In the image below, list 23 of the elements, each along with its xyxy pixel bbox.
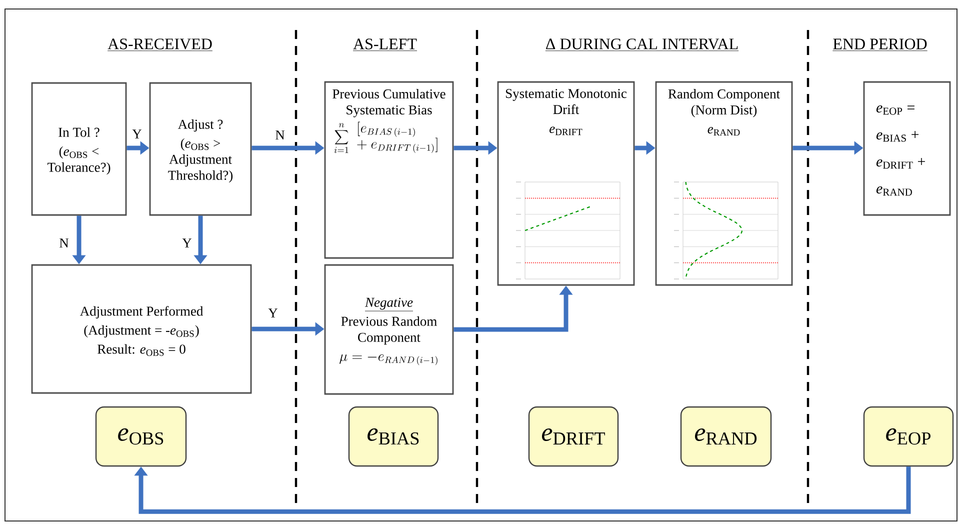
process-box: Adjustment Performed (Adjustment = -e$_{OBS}$) Result: e$_{OBS}$ = 0 — [31, 264, 252, 394]
edge-label: Y — [267, 308, 279, 318]
edge-label: Y — [131, 128, 143, 140]
variable-box: e$_{DRIFT}$ — [528, 406, 619, 467]
section-heading: END PERIOD — [832, 38, 928, 51]
process-box: Adjust ? (e$_{OBS}$ > Adjustment Threshold?) — [149, 82, 252, 216]
variable-box: e$_{RAND}$ — [680, 406, 772, 467]
section-heading: AS-RECEIVED — [107, 38, 213, 52]
section-heading: AS-LEFT — [352, 38, 418, 51]
edge-label: N — [274, 130, 286, 140]
process-box: Negative Previous Random Component $\mu = -e_{RAND\,(i-1)}$ — [324, 264, 454, 395]
process-box: Systematic Monotonic Drift e$_{DRIFT}$ — [497, 81, 635, 286]
variable-box: e$_{EOP}$ — [863, 406, 954, 467]
section-heading: Δ DURING CAL INTERVAL — [545, 38, 739, 52]
process-box: Previous Cumulative Systematic Bias $\sum_{i=1}^{n}\begin{array}{l}[e_{BIAS\,(i-1)}\\ +\ e_{DRIFT\,(i-1)}]\end{array}$ — [324, 81, 454, 259]
edge-label: N — [58, 238, 70, 248]
process-box: e$_{EOP}$ = e$_{BIAS}$ + e$_{DRIFT}$ + e$_{RAND}$ — [863, 81, 951, 216]
process-box: In Tol ? (e$_{OBS}$ < Tolerance?) — [31, 82, 127, 216]
variable-box: e$_{OBS}$ — [95, 406, 187, 467]
arrow — [134, 466, 911, 514]
edge-label: Y — [181, 238, 193, 248]
variable-box: e$_{BIAS}$ — [348, 406, 439, 467]
process-box: Random Component (Norm Dist) e$_{RAND}$ — [655, 81, 793, 286]
